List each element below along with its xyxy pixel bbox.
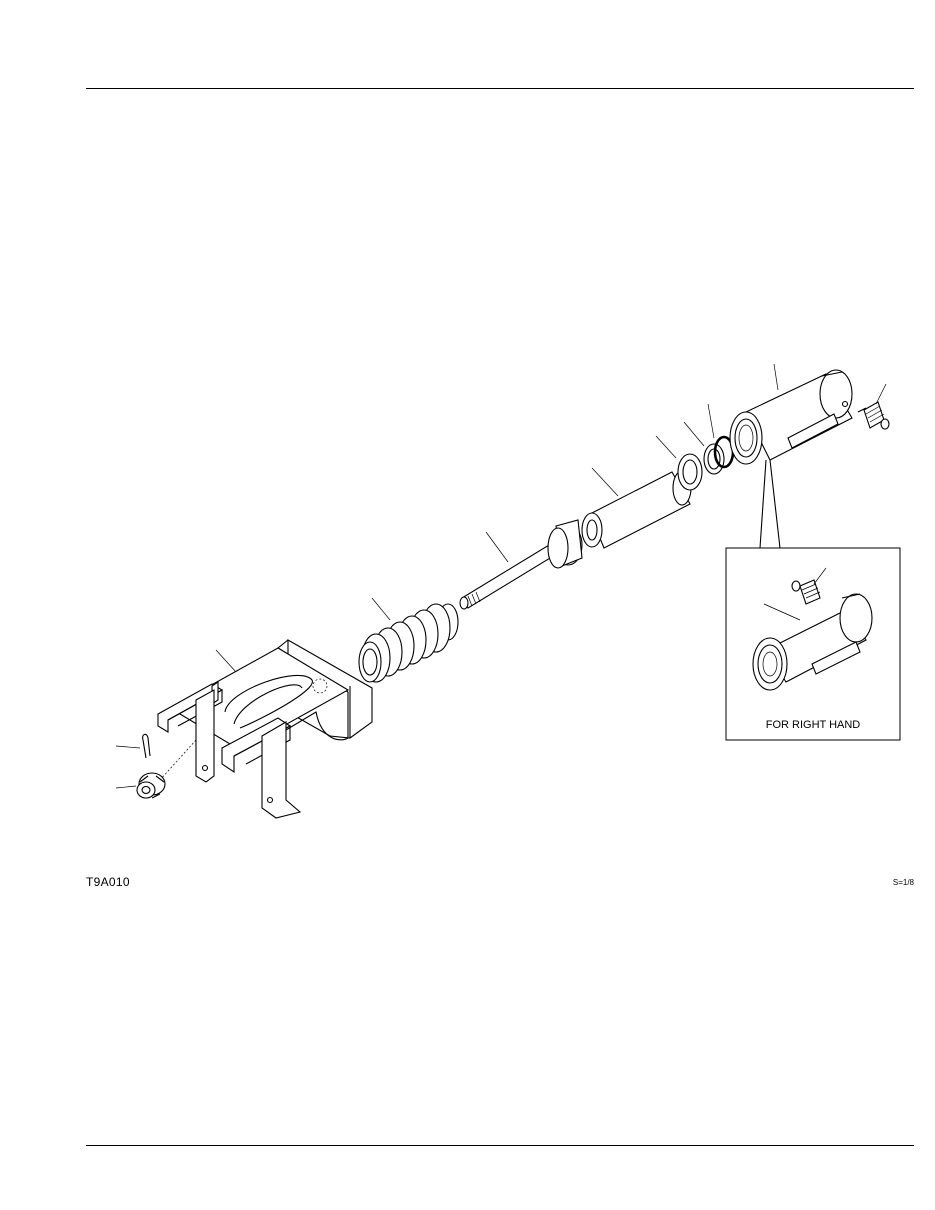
footer-rule — [86, 1145, 914, 1146]
recoil-spring — [358, 597, 459, 683]
inset-label: FOR RIGHT HAND — [765, 719, 861, 731]
spring-rod — [459, 519, 583, 610]
detail-leader-right — [769, 459, 781, 549]
cotter-pin — [115, 733, 151, 759]
right-hand-detail — [725, 547, 901, 741]
yoke-bracket — [157, 639, 373, 819]
detail-leader-left — [759, 459, 767, 549]
spacer-ring — [655, 435, 703, 491]
cylinder-sleeve — [581, 467, 692, 549]
header-rule — [86, 88, 914, 89]
grease-fitting — [857, 383, 890, 430]
seal-ring — [683, 421, 725, 475]
tension-cylinder — [729, 363, 853, 465]
figure-code: T9A010 — [86, 875, 130, 889]
castle-nut — [115, 772, 166, 799]
scale-label: S=1/8 — [892, 878, 914, 887]
